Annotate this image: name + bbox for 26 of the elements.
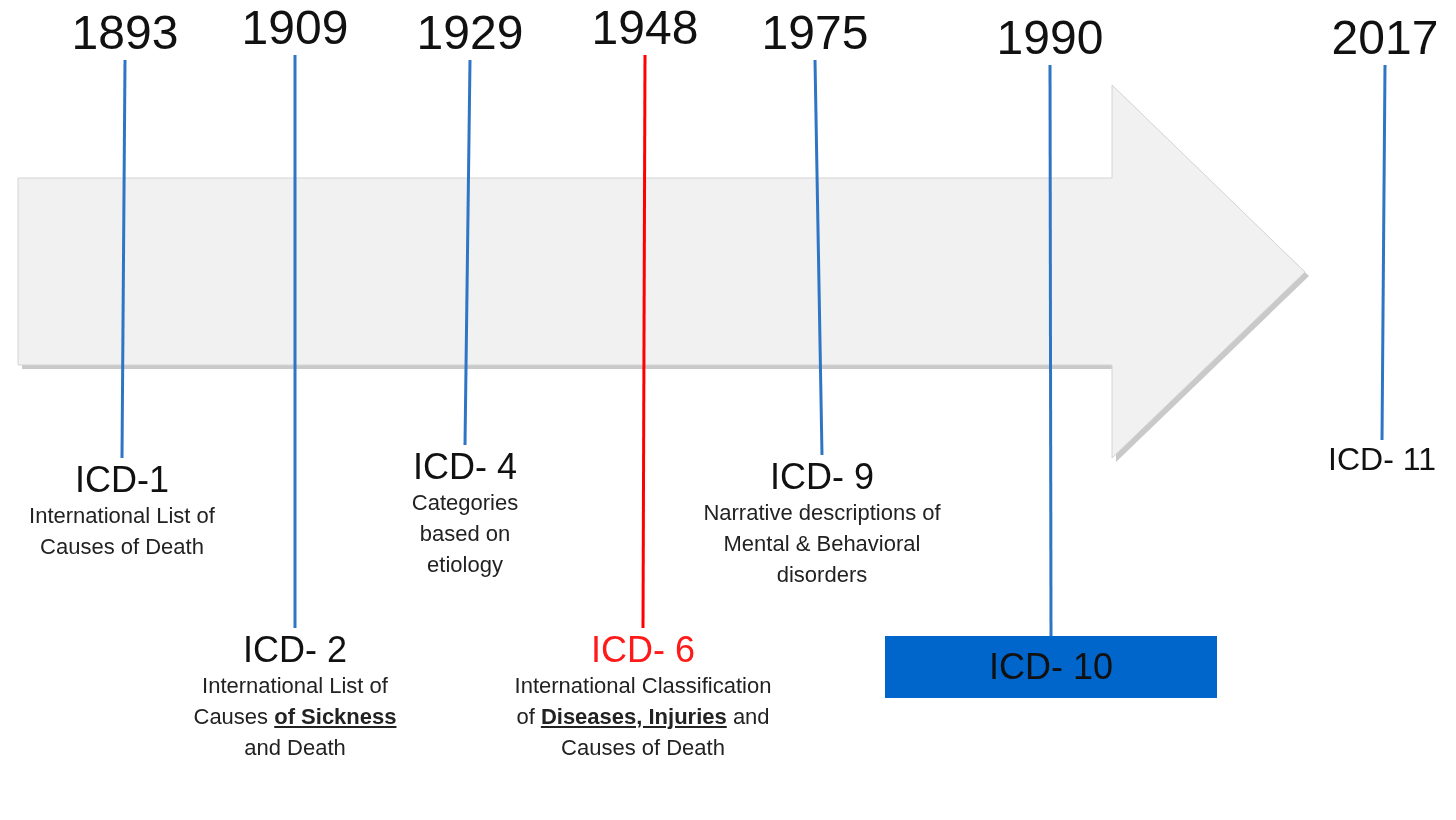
version-heading: ICD- 2 — [243, 628, 347, 672]
year-label: 1975 — [761, 5, 869, 61]
year-label: 1909 — [241, 0, 349, 56]
connector-line — [813, 59, 824, 456]
version-heading: ICD- 4 — [413, 445, 517, 489]
connector-line — [641, 55, 647, 628]
year-label: 1948 — [591, 0, 699, 56]
version-heading: ICD- 11 — [1328, 440, 1436, 479]
version-heading: ICD-1 — [75, 458, 169, 502]
year-label: 1929 — [416, 5, 524, 61]
year-label: 1893 — [71, 5, 179, 61]
year-label: 2017 — [1331, 10, 1439, 66]
year-label: 1990 — [996, 10, 1104, 66]
version-bar: ICD- 10 — [885, 636, 1217, 698]
connector-line — [1048, 65, 1053, 636]
description-text: Categories based on etiology — [410, 489, 520, 579]
connector-line — [120, 60, 127, 458]
version-heading: ICD- 9 — [770, 455, 874, 499]
connector-line — [463, 60, 472, 445]
description-text: International List of Causes of Sickness and Death — [192, 672, 398, 762]
description-text: International Classification of Diseases, Injuries and Causes of Death — [513, 672, 773, 762]
connector-line — [293, 55, 297, 628]
description-text: Narrative descriptions of Mental & Behavioral disorders — [702, 499, 942, 589]
description-text: International List of Causes of Death — [28, 502, 216, 561]
connector-line — [1380, 65, 1387, 440]
version-heading: ICD- 6 — [591, 628, 695, 672]
